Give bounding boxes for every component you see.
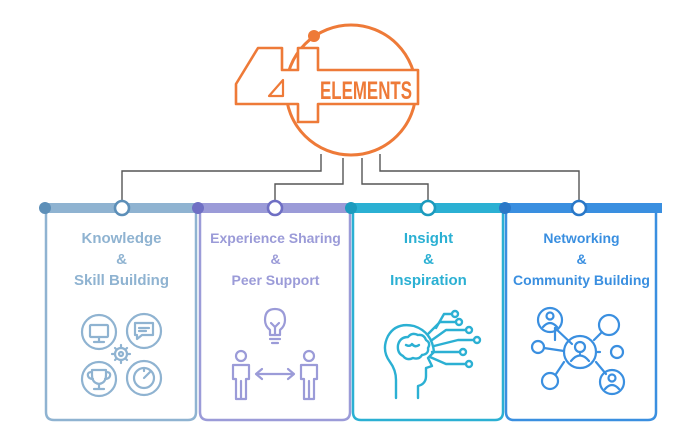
logo-four-inner xyxy=(267,78,285,98)
card-connector: & xyxy=(116,251,127,268)
logo-word: ELEMENTS xyxy=(320,77,412,105)
card-title-line2: Peer Support xyxy=(231,272,320,288)
mind-icon xyxy=(383,309,482,400)
card-frames xyxy=(44,210,658,422)
bar-ring-1 xyxy=(113,199,131,217)
bar-connector-rings xyxy=(113,199,588,217)
card-connector: & xyxy=(576,251,587,267)
bar-ring-4 xyxy=(570,199,588,217)
connector-lines xyxy=(121,154,580,206)
bar-node-2 xyxy=(192,202,204,214)
bar-node-1 xyxy=(39,202,51,214)
logo: ELEMENTS xyxy=(234,23,420,157)
connector-line-1 xyxy=(121,154,322,206)
bar-ring-2 xyxy=(266,199,284,217)
card-knowledge: Knowledge & Skill Building xyxy=(46,228,197,291)
bar-node-4 xyxy=(499,202,511,214)
card-frame-4 xyxy=(504,210,658,422)
logo-four-outline xyxy=(234,46,420,124)
card-connector: & xyxy=(270,251,281,267)
card-title-line1: Knowledge xyxy=(81,230,162,247)
card-title-line1: Networking xyxy=(543,230,620,246)
bar-ring-3 xyxy=(419,199,437,217)
top-bar xyxy=(39,199,662,217)
card-frame-3 xyxy=(351,210,505,422)
skills-icon xyxy=(80,312,163,398)
card-insight: Insight & Inspiration xyxy=(353,228,504,291)
connector-line-3 xyxy=(361,158,429,206)
connector-line-4 xyxy=(379,154,580,206)
card-frame-2 xyxy=(198,210,352,422)
card-networking: Networking & Community Building xyxy=(506,228,657,291)
bar-node-3 xyxy=(345,202,357,214)
card-title-line1: Experience Sharing xyxy=(210,230,341,246)
card-title-line2: Community Building xyxy=(513,272,650,288)
card-title-line2: Skill Building xyxy=(73,272,169,289)
card-experience: Experience Sharing & Peer Support xyxy=(200,228,351,291)
logo-dot xyxy=(308,30,320,42)
connector-line-2 xyxy=(274,158,344,206)
network-icon xyxy=(530,306,626,396)
card-connector: & xyxy=(423,251,434,268)
card-title-line1: Insight xyxy=(403,230,454,247)
card-title-line2: Inspiration xyxy=(390,272,467,289)
peer-exchange-icon xyxy=(231,307,319,401)
